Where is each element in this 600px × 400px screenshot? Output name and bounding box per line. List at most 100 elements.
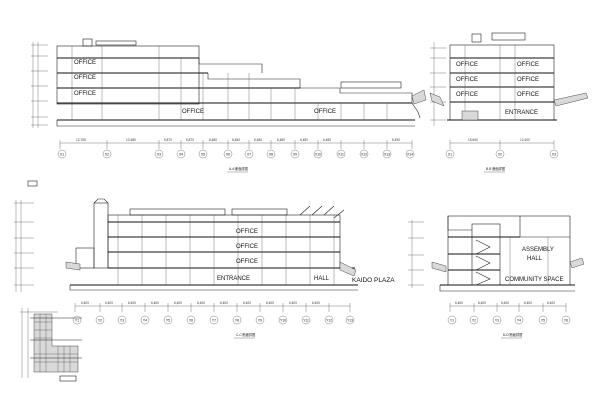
svg-text:6,400: 6,400 (266, 301, 274, 305)
svg-text:6,870: 6,870 (164, 138, 172, 142)
room-label: OFFICE (517, 92, 539, 98)
section-caption: A-A 断面詳図 (229, 166, 248, 171)
room-label: OFFICE (236, 259, 258, 265)
svg-text:Y2: Y2 (98, 319, 102, 323)
svg-text:10,380: 10,380 (126, 138, 136, 142)
svg-text:6,400: 6,400 (547, 301, 555, 305)
svg-text:6,400: 6,400 (524, 301, 532, 305)
room-label: OFFICE (456, 92, 478, 98)
svg-text:X9: X9 (293, 153, 297, 157)
svg-text:6,400: 6,400 (220, 301, 228, 305)
grid-bubbles: Y1 Y2 Y3 Y4 Y5 Y6 Y7 Y8 Y9 Y10 Y11 Y12 Y… (72, 315, 355, 325)
svg-text:6,400: 6,400 (151, 301, 159, 305)
svg-text:Y9: Y9 (258, 319, 262, 323)
svg-text:X3: X3 (157, 153, 161, 157)
svg-text:Y6: Y6 (189, 319, 193, 323)
svg-text:X8: X8 (269, 153, 273, 157)
svg-text:6,480: 6,480 (323, 138, 331, 142)
svg-text:6,400: 6,400 (174, 301, 182, 305)
room-label: ENTRANCE (505, 110, 538, 116)
room-label: OFFICE (74, 60, 96, 66)
room-label: COMMUNITY SPACE (505, 277, 563, 283)
room-label: HALL (314, 276, 330, 282)
svg-text:X14: X14 (407, 153, 413, 157)
svg-text:Y3: Y3 (495, 319, 499, 323)
room-label: OFFICE (74, 75, 96, 81)
svg-text:6,400: 6,400 (312, 301, 320, 305)
grid-bubbles: X1 X2 X3 X4 X5 X6 X7 X8 X9 X10 X11 X12 X… (57, 149, 415, 159)
svg-text:Y12: Y12 (326, 319, 332, 323)
svg-text:Y1: Y1 (450, 319, 454, 323)
svg-text:6,400: 6,400 (81, 301, 89, 305)
svg-text:X1: X1 (448, 153, 452, 157)
section-a-a: OFFICE OFFICE OFFICE OFFICE OFFICE 12,76… (31, 38, 427, 173)
room-label: OFFICE (517, 62, 539, 68)
room-label: OFFICE (314, 109, 336, 115)
svg-text:X2: X2 (498, 153, 502, 157)
room-label: OFFICE (74, 91, 96, 97)
grid-bubbles: Y1 Y2 Y3 Y4 Y5 Y6 (447, 315, 571, 325)
svg-text:6,480: 6,480 (300, 138, 308, 142)
svg-text:6,480: 6,480 (277, 138, 285, 142)
svg-text:Y6: Y6 (564, 319, 568, 323)
span-dimensions: 6,400 6,400 6,400 6,400 6,400 6,400 6,40… (81, 301, 320, 305)
svg-text:6,400: 6,400 (478, 301, 486, 305)
svg-text:6,480: 6,480 (232, 138, 240, 142)
svg-text:6,400: 6,400 (243, 301, 251, 305)
svg-text:X3: X3 (552, 153, 556, 157)
svg-text:6,400: 6,400 (197, 301, 205, 305)
room-label: HALL (527, 256, 543, 262)
svg-text:Y1: Y1 (75, 319, 79, 323)
svg-text:Y8: Y8 (235, 319, 239, 323)
svg-text:Y13: Y13 (347, 319, 353, 323)
section-b-b: OFFICE OFFICE OFFICE OFFICE OFFICE OFFIC… (429, 32, 589, 173)
svg-text:6,400: 6,400 (289, 301, 297, 305)
grid-bubbles: X1 X2 X3 (445, 149, 559, 159)
svg-text:6,400: 6,400 (105, 301, 113, 305)
svg-text:Y11: Y11 (303, 319, 309, 323)
svg-text:6,480: 6,480 (209, 138, 217, 142)
svg-text:Y3: Y3 (120, 319, 124, 323)
key-plan (20, 308, 82, 382)
room-label: ASSEMBLY (522, 247, 554, 253)
span-dimensions: 12,765 10,380 6,870 6,870 6,480 6,480 6,… (76, 138, 400, 142)
section-caption: D-D 断面詳図 (503, 332, 522, 337)
span-dimension: 15,600 (468, 138, 478, 142)
room-label: OFFICE (236, 244, 258, 250)
svg-text:X5: X5 (201, 153, 205, 157)
svg-text:Y2: Y2 (472, 319, 476, 323)
room-label: ENTRANCE (217, 276, 250, 282)
svg-text:X4: X4 (179, 153, 183, 157)
room-label: OFFICE (182, 109, 204, 115)
svg-text:X1: X1 (60, 153, 64, 157)
room-label: OFFICE (236, 229, 258, 235)
span-dimensions: 6,400 6,400 6,400 6,400 6,400 (455, 301, 555, 305)
svg-text:Y10: Y10 (280, 319, 286, 323)
svg-text:6,400: 6,400 (455, 301, 463, 305)
svg-text:Y5: Y5 (541, 319, 545, 323)
svg-text:Y4: Y4 (517, 319, 521, 323)
svg-text:Y7: Y7 (212, 319, 216, 323)
section-caption: B-B 断面詳図 (486, 166, 505, 171)
room-label: OFFICE (456, 62, 478, 68)
room-label: OFFICE (456, 77, 478, 83)
section-caption: C-C 断面詳図 (236, 332, 255, 337)
svg-text:X2: X2 (105, 153, 109, 157)
room-label: KAIDO PLAZA (352, 277, 395, 284)
span-dimension: 12,400 (520, 138, 530, 142)
svg-text:12,765: 12,765 (76, 138, 86, 142)
svg-text:X13: X13 (384, 153, 390, 157)
svg-text:Y4: Y4 (143, 319, 147, 323)
svg-text:Y5: Y5 (166, 319, 170, 323)
svg-text:6,400: 6,400 (128, 301, 136, 305)
svg-text:6,480: 6,480 (254, 138, 262, 142)
section-d-d: ASSEMBLY HALL COMMUNITY SPACE 6,400 6,40… (408, 215, 585, 339)
svg-text:X11: X11 (338, 153, 344, 157)
section-c-c: OFFICE OFFICE OFFICE ENTRANCE HALL KAIDO… (14, 180, 395, 339)
svg-text:X6: X6 (226, 153, 230, 157)
svg-text:X10: X10 (315, 153, 321, 157)
svg-text:6,870: 6,870 (186, 138, 194, 142)
room-label: OFFICE (517, 77, 539, 83)
svg-text:X12: X12 (361, 153, 367, 157)
